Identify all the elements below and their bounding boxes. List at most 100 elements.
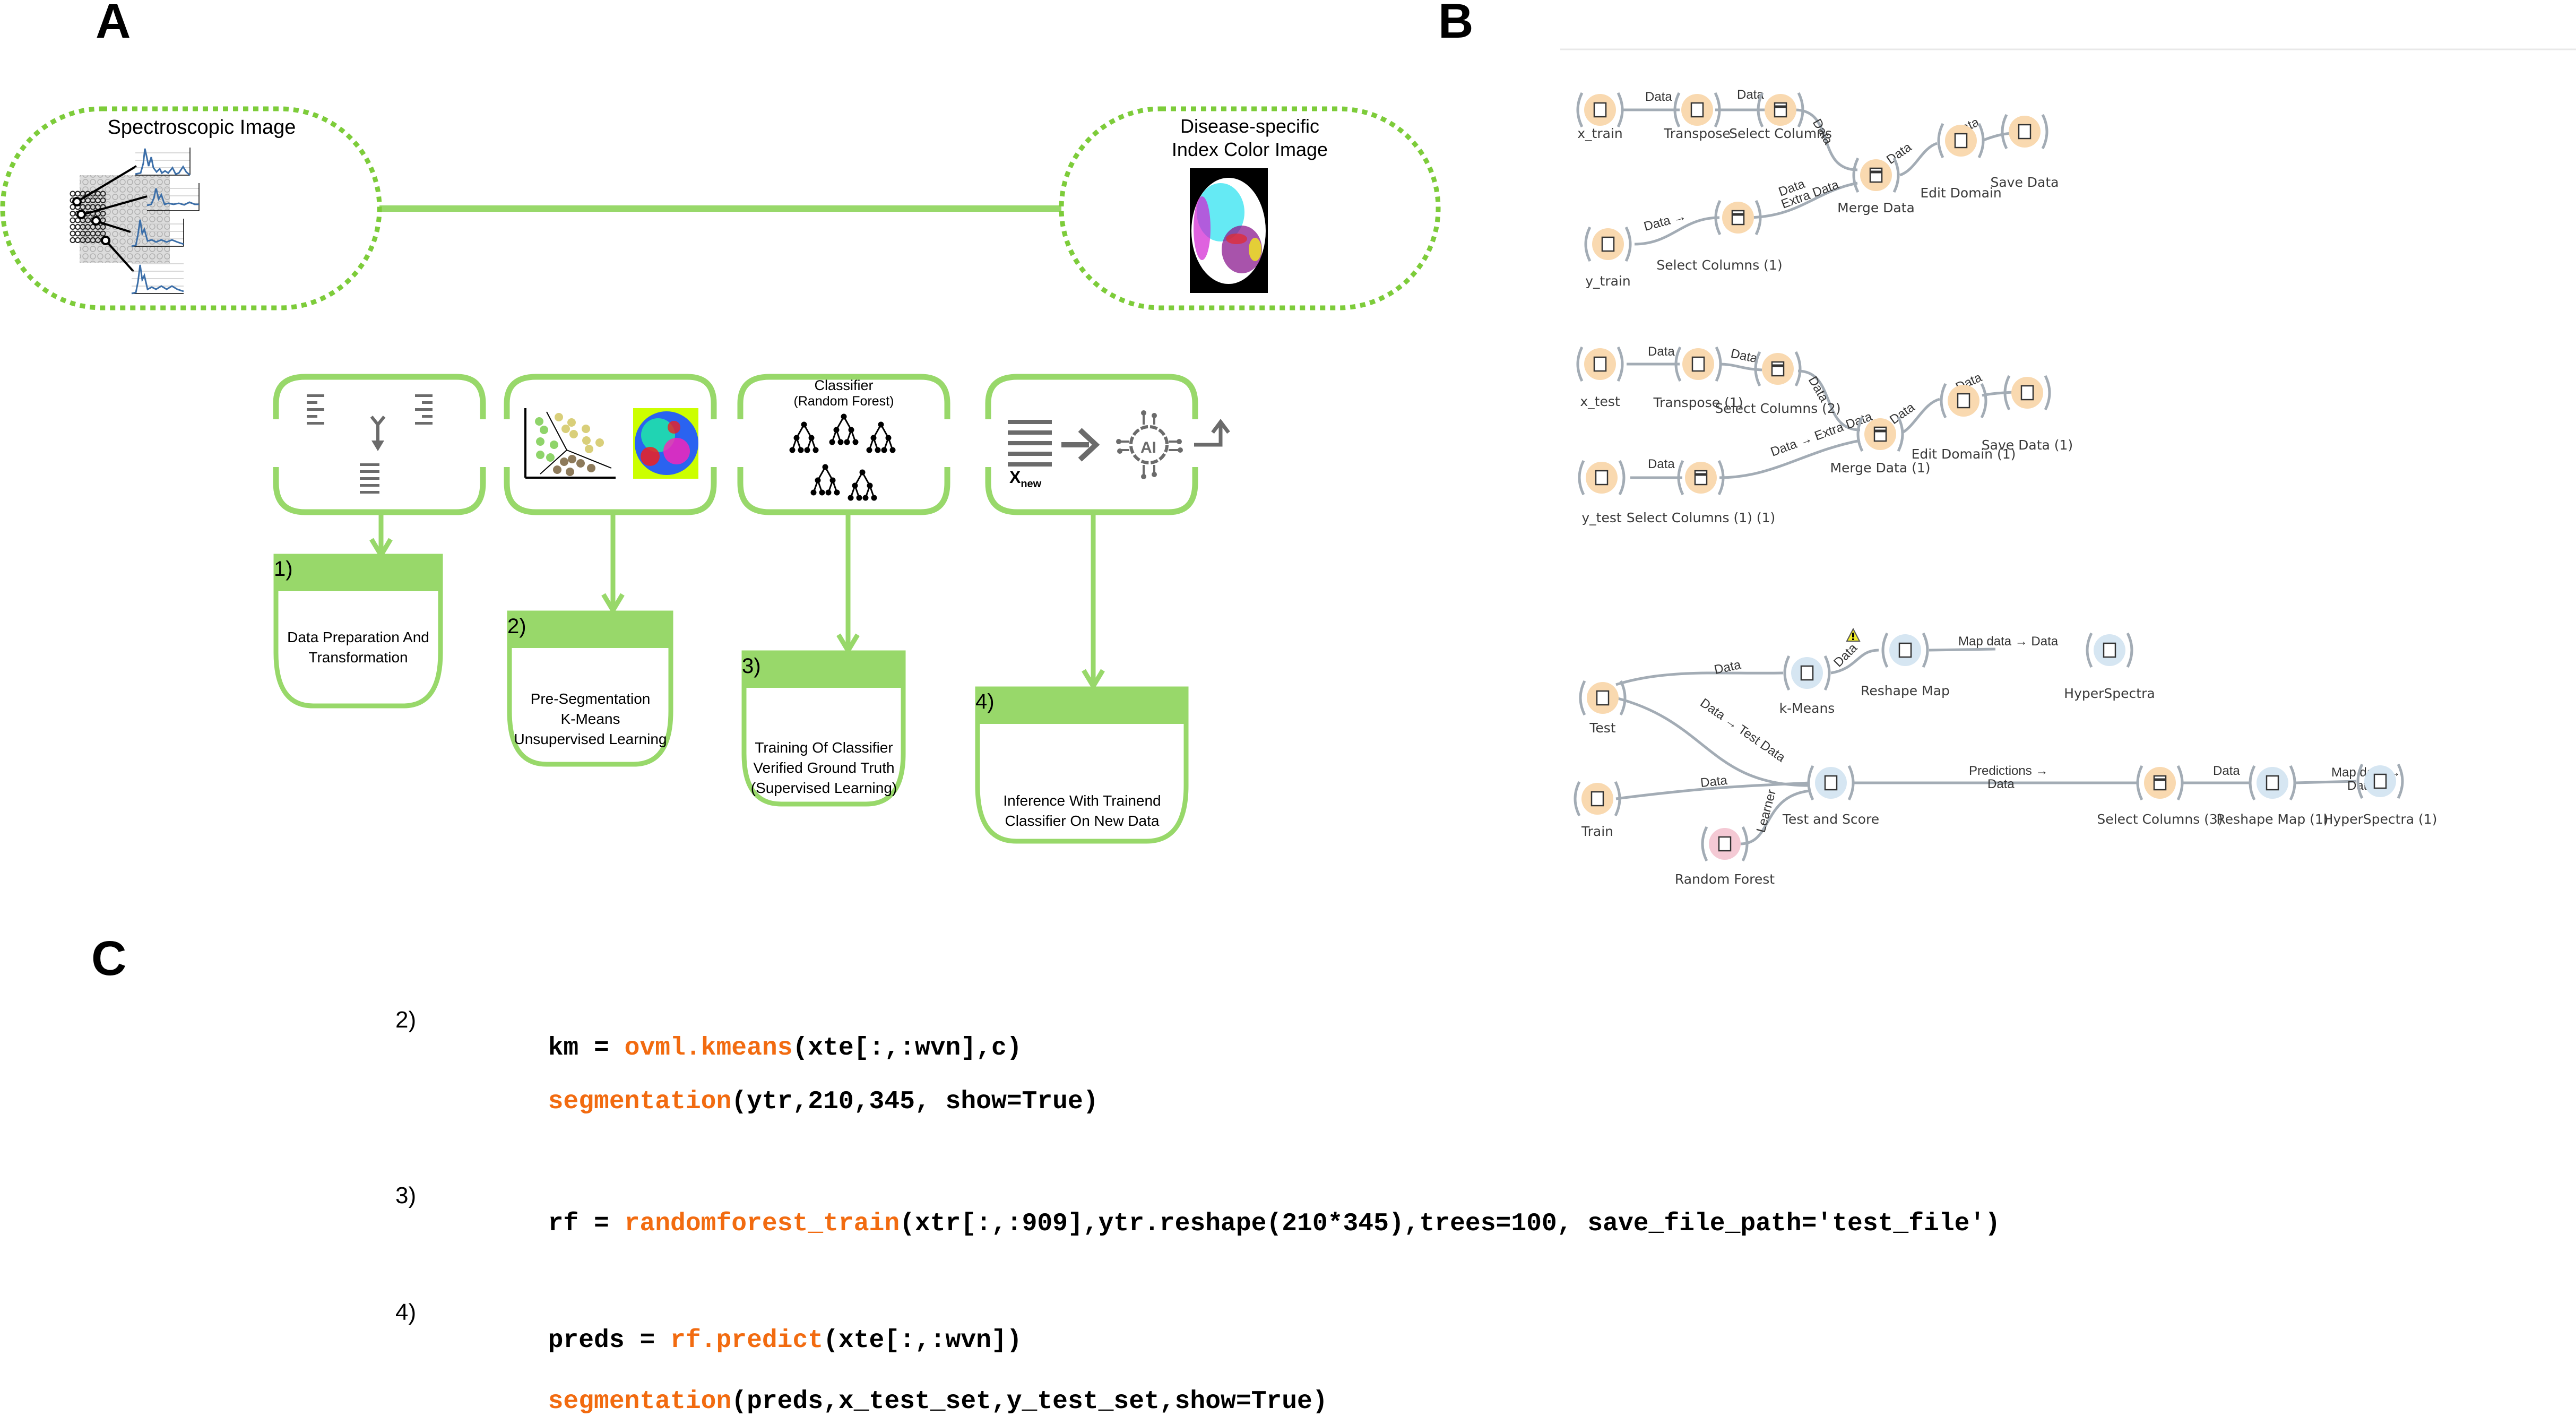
spectra-pointer-lines [72,165,148,273]
workflow-node[interactable]: Save Data [1990,114,2059,190]
workflow-node[interactable]: Save Data (1) [1982,375,2073,453]
workflow-node-label: Transpose [1663,126,1731,141]
select-columns-icon [1731,210,1745,226]
workflow-node-label: Select Columns (2) [1715,401,1840,416]
workflow-node[interactable]: Train [1574,781,1621,839]
workflow-node[interactable]: Test [1579,680,1627,736]
h5-file-icon [1601,236,1615,252]
workflow-node[interactable]: Transpose [1663,92,1731,141]
panel-a-diagram: Spectroscopic Image [0,106,1441,844]
workflow-node[interactable]: HyperSpectra [2064,632,2155,701]
spectroscopic-image-pill [0,106,382,310]
workflow-node[interactable]: k-Means [1779,655,1835,716]
step-1-line-1: Data Preparation And [287,629,429,645]
kmeans-segmentation-image [633,408,698,479]
kmeans-cluster-icon [524,408,616,479]
workflow-node-label: Edit Domain (1) [1912,446,2016,462]
code-line-segmentation-1: segmentation(ytr,210,345, show=True) [548,1087,1099,1116]
workflow-node-label: Reshape Map [1861,683,1950,698]
workflow-node[interactable]: Select Columns (3) [2097,765,2223,827]
h5-file-icon [1593,102,1607,118]
workflow-node-label: x_test [1580,394,1620,409]
workflow3-edges [1615,647,2357,845]
step-2-line-3: Unsupervised Learning [514,730,667,747]
merge-data-icon [1873,426,1887,442]
index-color-image [1190,168,1268,293]
select-columns-icon [1771,361,1785,377]
file-icon [1596,690,1610,706]
code-block-2-number: 2) [395,1007,417,1033]
workflow2-edges [1627,362,2021,479]
transpose-icon [1691,356,1705,372]
code-line-randomforest-train: rf = randomforest_train(xtr[:,:909],ytr.… [548,1210,2001,1238]
workflow-node-label: Test and Score [1782,811,1879,827]
spectrum-chart-2 [146,183,200,211]
workflow-node[interactable]: Transpose (1) [1653,346,1743,410]
workflow-node[interactable]: Select Columns (1) (1) [1627,460,1776,525]
data-merge-icon [307,394,433,494]
file-icon [1590,791,1604,807]
step-box-3 [741,650,906,807]
test-and-score-icon [1824,775,1838,791]
workflow-node-label: Select Columns (1) (1) [1627,510,1776,525]
workflow-node[interactable]: Merge Data (1) [1830,416,1931,476]
code-line-segmentation-2: segmentation(preds,x_test_set,y_test_set… [548,1387,1328,1416]
workflow-node[interactable]: Random Forest [1675,826,1775,887]
workflow-node[interactable]: Select Columns (1) [1656,200,1783,273]
svg-text:Data: Data [2213,764,2240,778]
step-box-2 [507,610,673,767]
workflow-node[interactable]: Edit Domain [1920,123,2002,201]
inference-icon [1008,410,1230,479]
svg-text:Data: Data [1700,773,1728,790]
panel-b-workflow-canvas: Data Data Data Data → Data Data Data Ext… [1560,48,2576,950]
workflow-node[interactable]: HyperSpectra (1) [2323,763,2437,827]
workflow-node[interactable]: y_train [1584,226,1632,289]
workflow-node[interactable]: x_train [1576,92,1624,141]
workflow-node-label: Edit Domain [1920,185,2001,201]
step-4-line-1: Inference With Trainend [1003,792,1161,809]
step-3-line-3: (Supervised Learning) [750,779,897,796]
edit-domain-icon [1957,393,1970,409]
workflow-node-label: Merge Data (1) [1830,460,1930,476]
workflow-node-label: Save Data (1) [1982,437,2073,453]
step-3-line-2: Verified Ground Truth [753,759,895,776]
ai-label: AI [1140,439,1156,456]
edit-domain-icon [1954,133,1968,149]
code-block-4-number: 4) [395,1299,417,1325]
workflow-node-label: Select Columns (1) [1656,257,1782,273]
step-2-label: Pre-Segmentation K-Means Unsupervised Le… [512,689,669,749]
svg-text:Map data → Data: Map data → Data [1958,634,2059,649]
hyperspectra-icon [2103,642,2116,658]
index-color-title-line1: Disease-specific [1180,115,1319,137]
step-4-number: 4) [975,690,995,713]
warning-icon [1846,627,1861,642]
spectrum-chart-1 [135,148,191,176]
workflow-node[interactable]: Edit Domain (1) [1912,383,2016,462]
save-data-icon [2020,385,2034,401]
workflow-node[interactable]: Merge Data [1837,157,1915,215]
h5-file-icon [1593,356,1607,372]
classifier-title-line2: (Random Forest) [794,394,894,409]
step-box-4 [975,686,1189,844]
workflow-node[interactable]: x_test [1576,346,1624,409]
select-columns-icon [1774,102,1787,118]
workflow-node-label: Select Columns (3) [2097,811,2223,827]
workflow-node-label: Select Columns [1729,126,1832,141]
workflow-node[interactable]: Reshape Map [1861,632,1950,698]
workflow-node[interactable]: Select Columns [1729,92,1832,141]
workflow-node-label: Transpose (1) [1653,395,1743,410]
classifier-title-line1: Classifier [814,377,873,393]
workflow-node[interactable]: Test and Score [1782,765,1879,827]
select-columns-icon [2153,775,2167,791]
workflow-node[interactable]: Select Columns (2) [1715,351,1841,416]
workflow-node[interactable]: y_test [1578,460,1626,525]
step-1-label: Data Preparation And Transformation [279,627,438,668]
hyperspectra-icon [2373,773,2387,789]
code-block-3-number: 3) [395,1182,417,1208]
step-icon-pills [273,374,1198,515]
step-3-label: Training Of Classifier Verified Ground T… [746,738,902,798]
workflow-node[interactable]: Reshape Map (1) [2216,765,2329,827]
svg-text:Data: Data [1648,457,1675,471]
index-color-image-pill [1059,106,1441,310]
